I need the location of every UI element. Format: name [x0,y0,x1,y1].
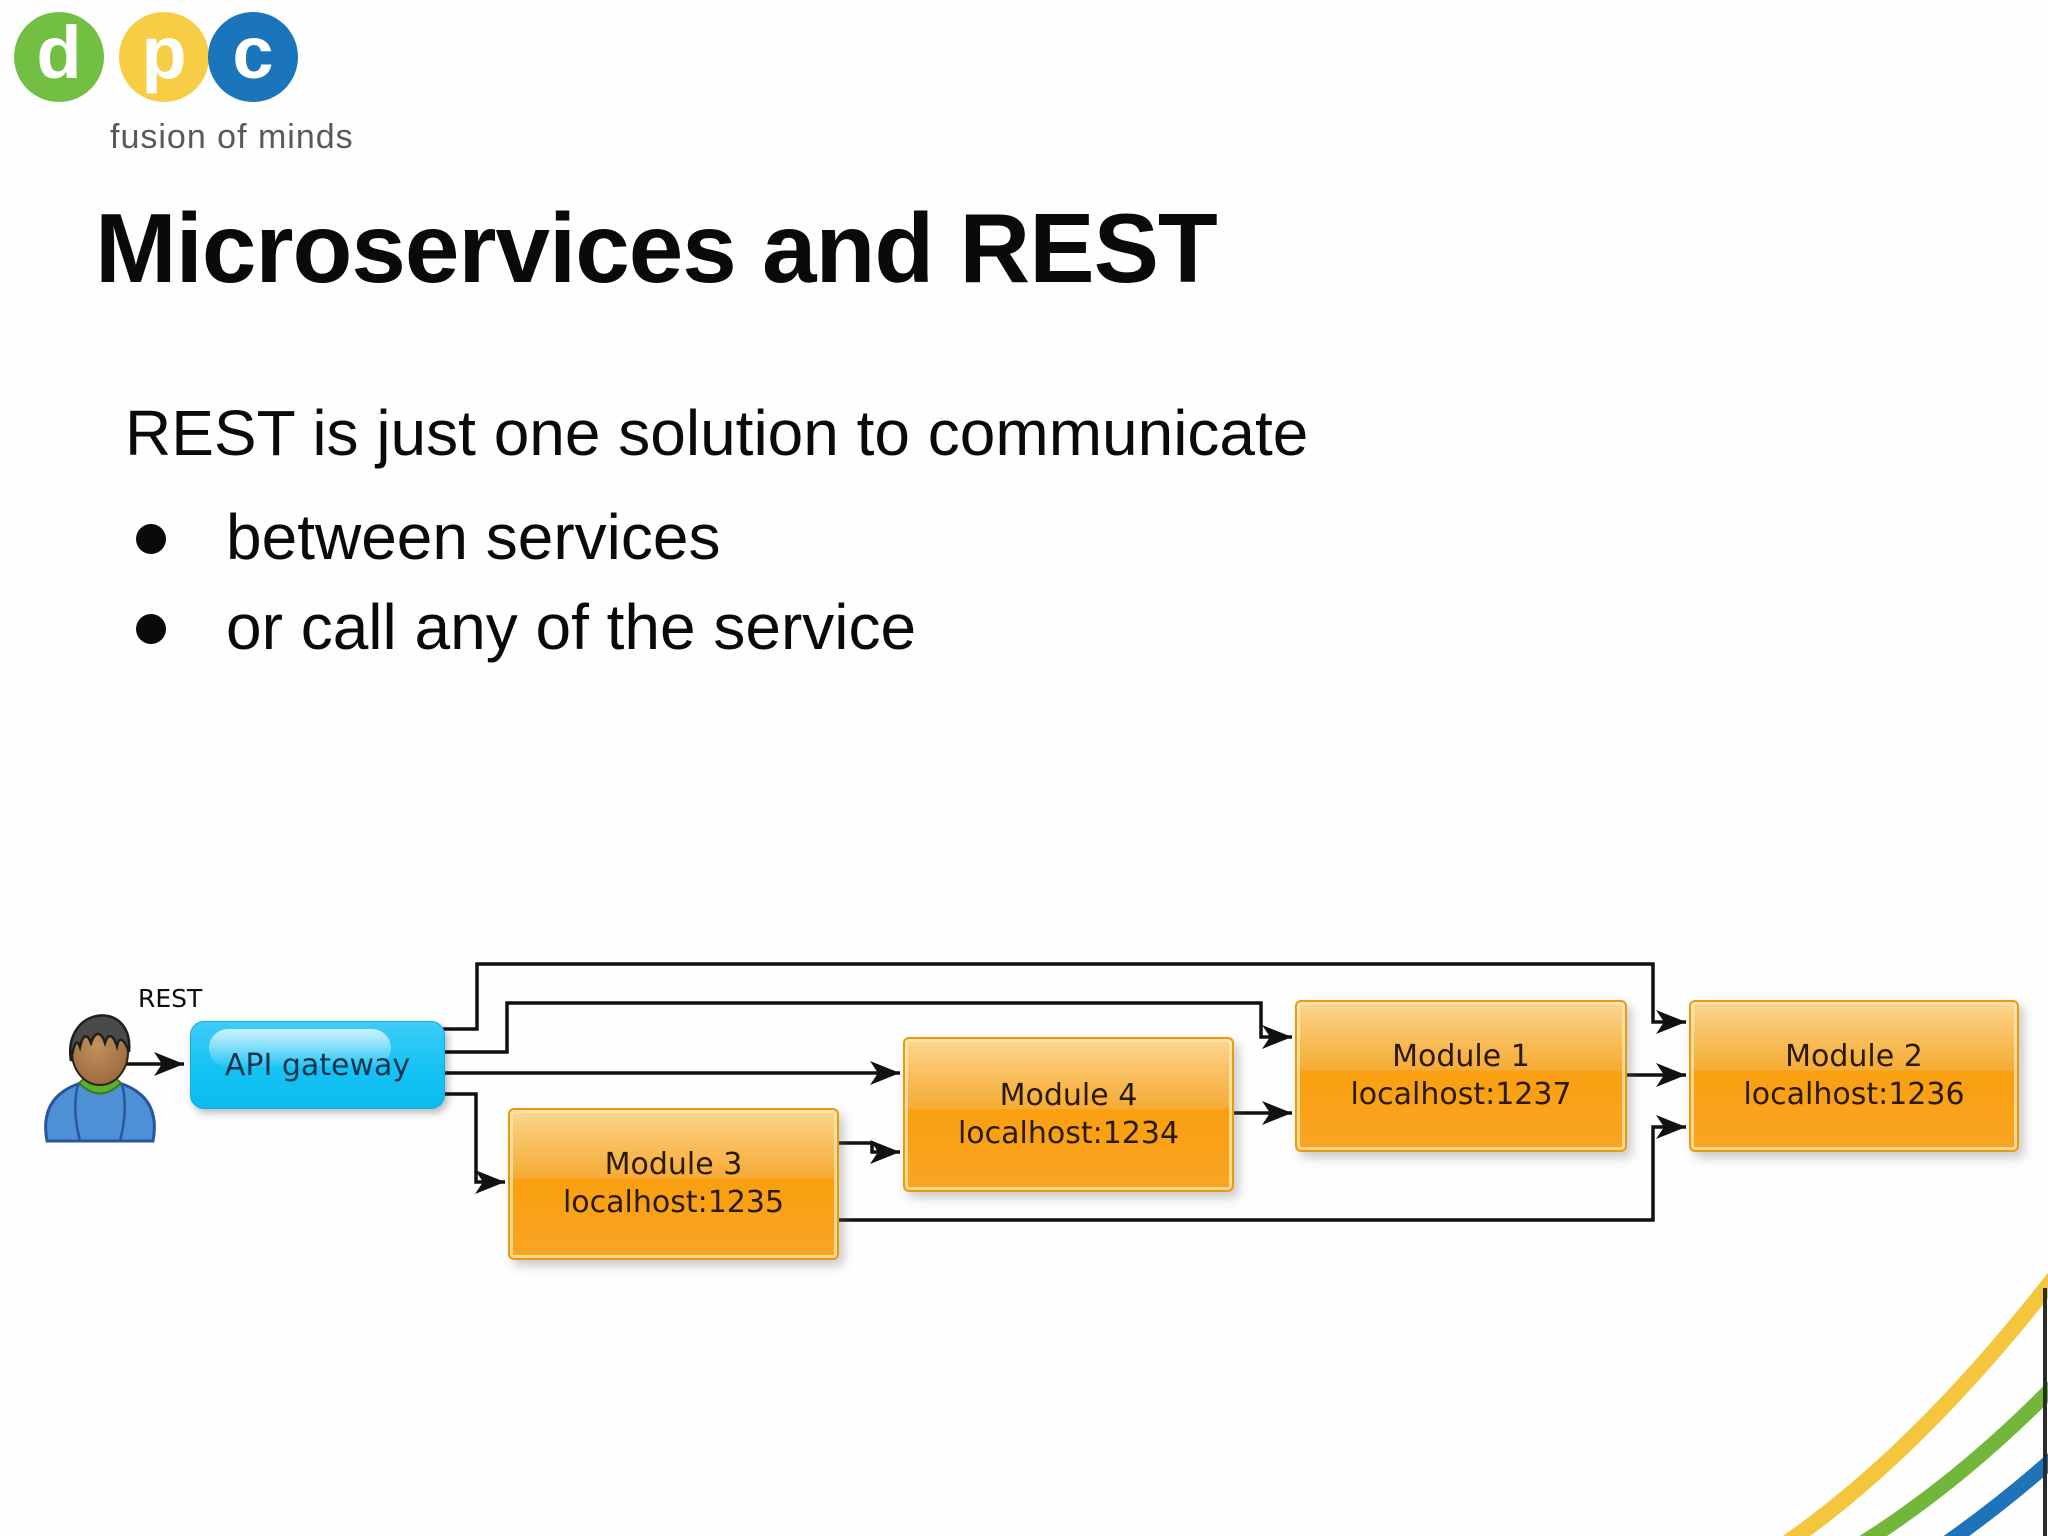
decor-stripes [1783,1273,2048,1536]
connector-module3-module2 [835,1115,1686,1222]
decor-stripe-yellow [1783,1273,2048,1536]
logo-circle-d: d [14,12,104,102]
module-3-box: Module 3 localhost:1235 [508,1108,839,1260]
connector-gateway-module2 [443,962,1686,1034]
bullet-item: between services [136,500,720,574]
module-4-box: Module 4 localhost:1234 [903,1037,1234,1192]
connector-module3-module4 [835,1140,900,1164]
bullet-text: or call any of the service [226,591,917,663]
module-name: Module 4 [999,1077,1138,1113]
connector-gateway-module1 [443,1001,1292,1054]
intro-text: REST is just one solution to communicate [125,397,1309,469]
logo-tagline: fusion of minds [110,118,354,156]
module-name: Module 3 [604,1147,743,1182]
rest-label: REST [138,984,203,1013]
module-host: localhost:1237 [1350,1077,1572,1112]
logo-letter-p: p [141,11,187,94]
bullet-text: between services [226,501,721,573]
module-name: Module 2 [1785,1039,1923,1074]
page-title: Microservices and REST [95,193,1218,303]
module-name: Module 1 [1392,1039,1530,1074]
user-icon [44,1014,156,1143]
logo-letter-c: c [232,11,274,94]
logo-circle-c: c [208,12,298,102]
decor-stripe-green [1859,1381,2048,1536]
module-host: localhost:1236 [1743,1077,1965,1112]
bullet-dot [136,614,166,644]
module-2-box: Module 2 localhost:1236 [1689,1000,2019,1152]
module-host: localhost:1235 [562,1185,785,1220]
bullet-item: or call any of the service [136,590,916,664]
module-host: localhost:1234 [957,1115,1180,1151]
api-gateway-label: API gateway [224,1047,411,1083]
connector-lines [125,962,1686,1222]
connector-gateway-module3 [443,1092,505,1194]
decor-stripe-blue [1943,1453,2048,1536]
api-gateway-box: API gateway [190,1021,445,1109]
logo-letter-d: d [36,11,82,94]
module-1-box: Module 1 localhost:1237 [1295,1000,1627,1152]
logo-circle-p: p [119,12,209,102]
bullet-dot [136,524,166,554]
